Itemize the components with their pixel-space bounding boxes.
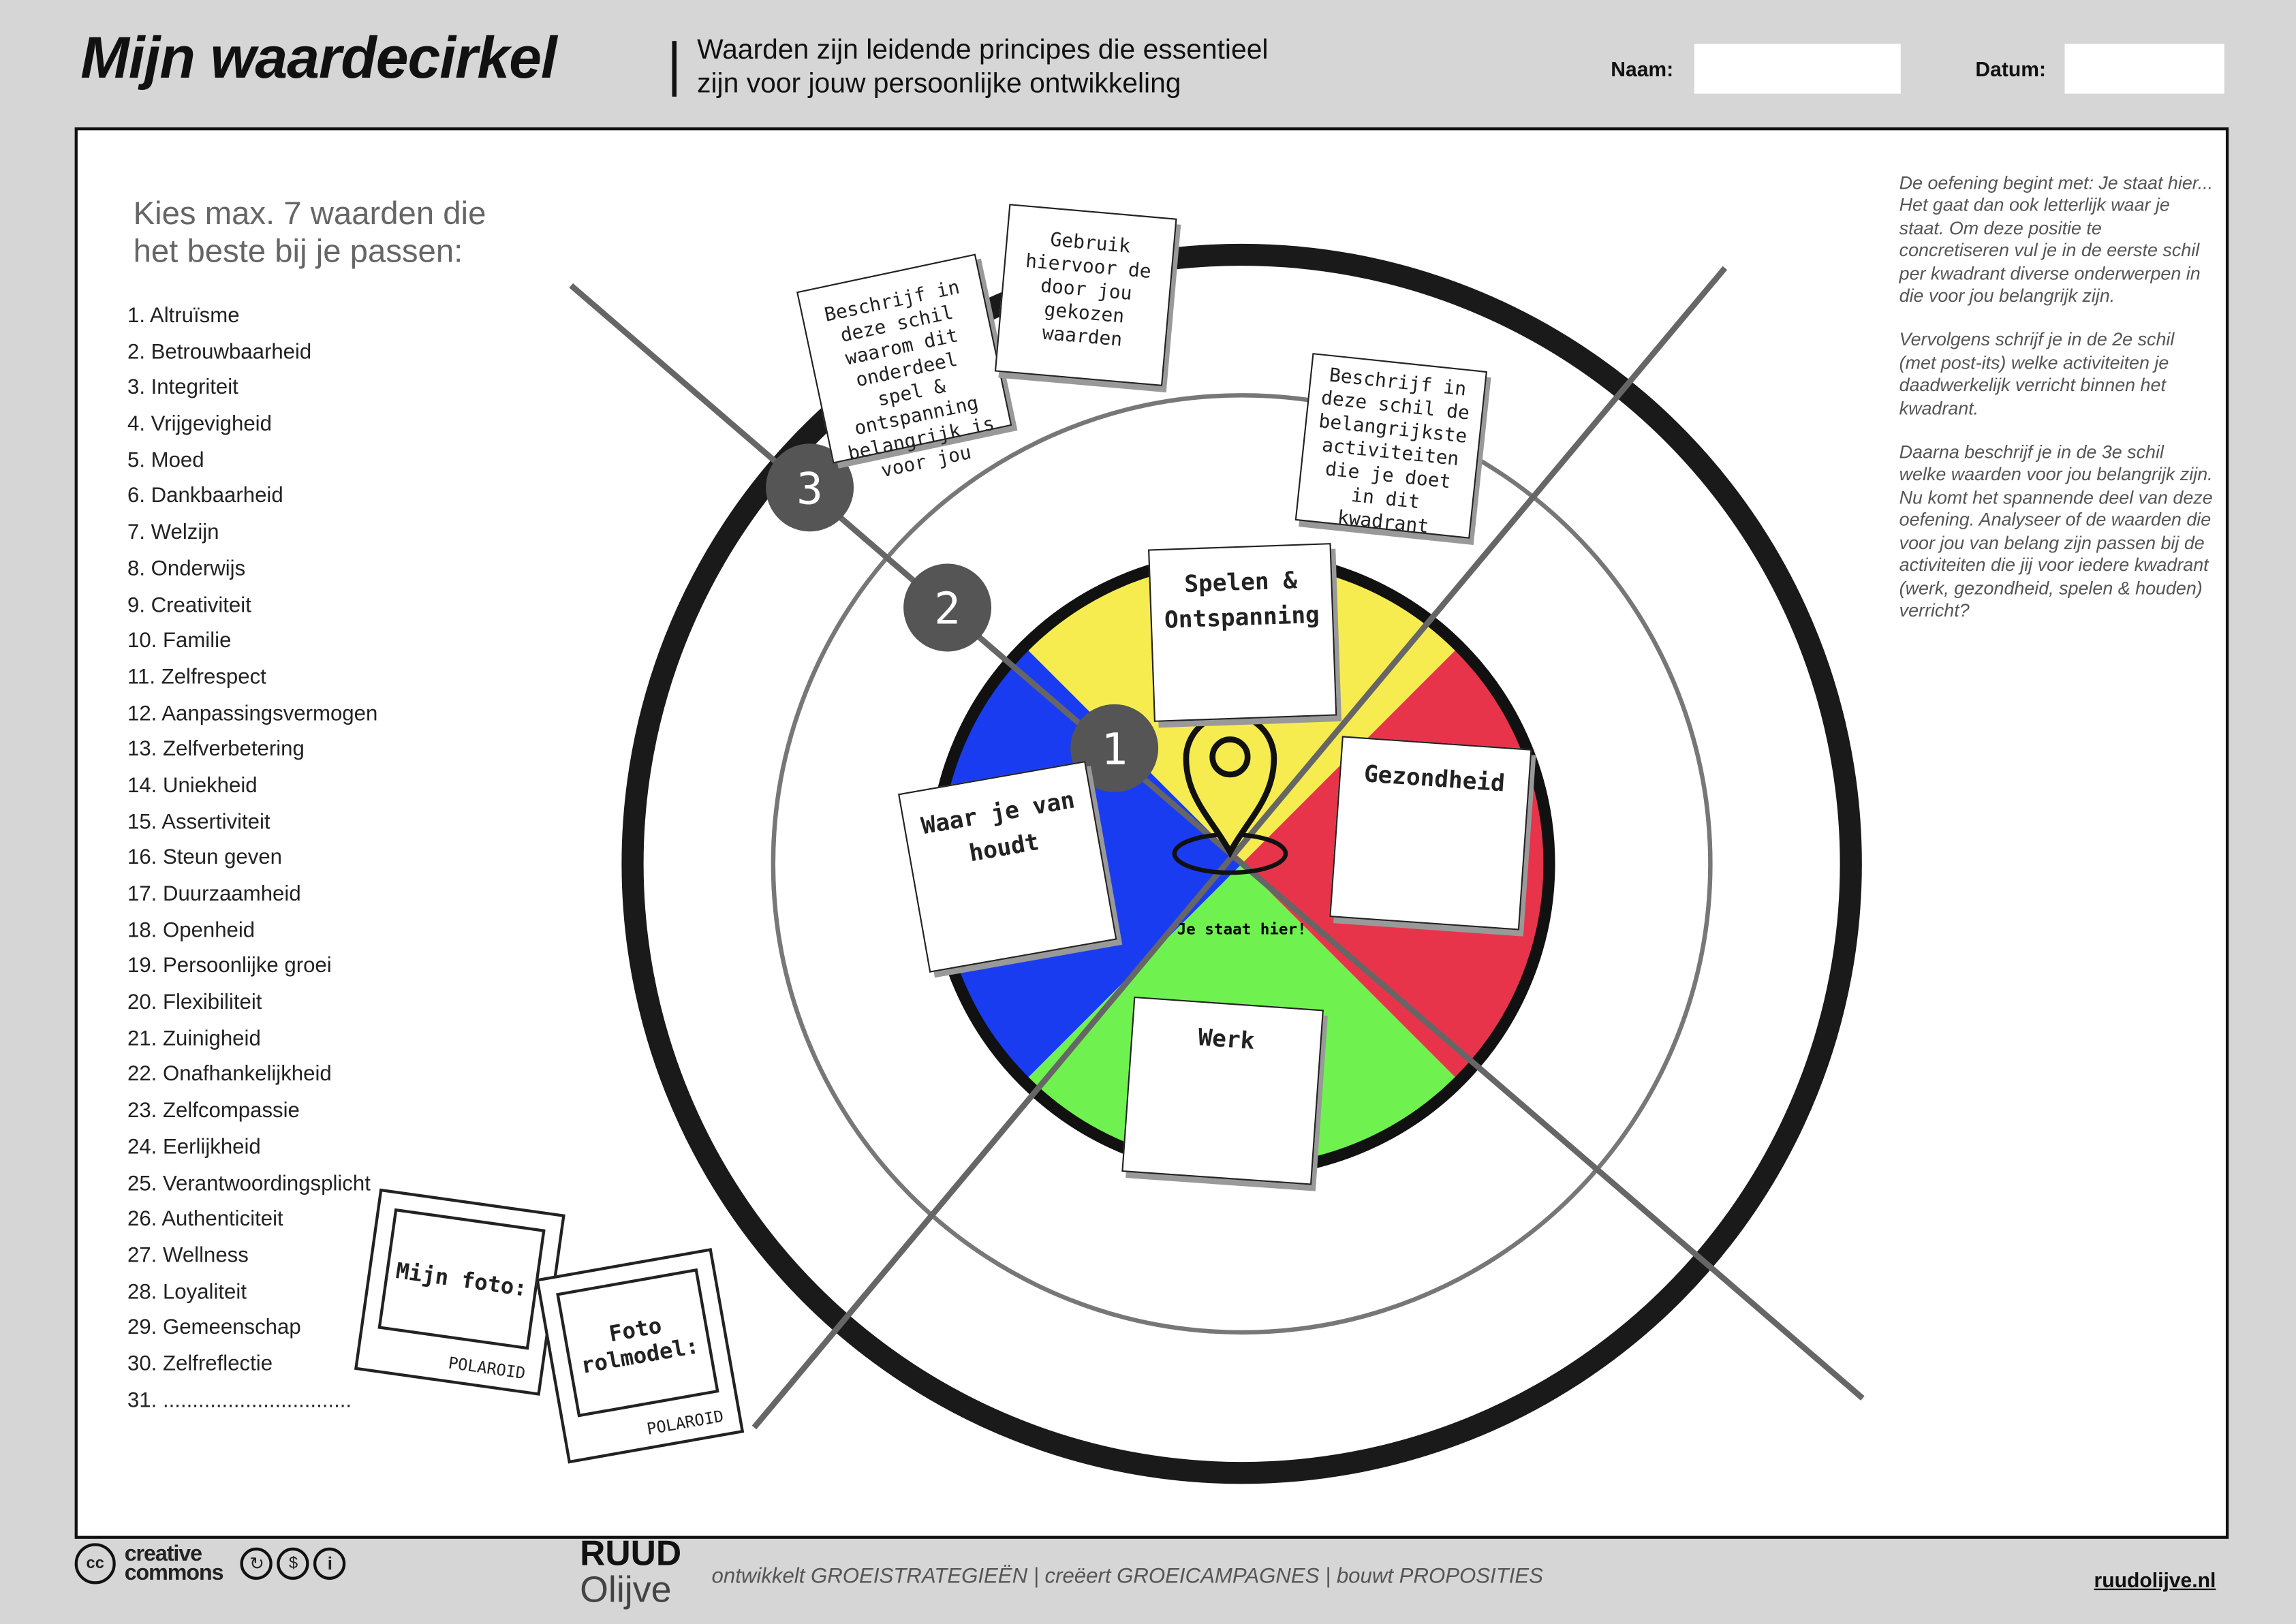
value-list-item: 29. Gemeenschap (127, 1316, 301, 1341)
sticky-note-ring2: Beschrijf in deze schil de belangrijkste… (1294, 353, 1488, 539)
value-list-item: 15. Assertiviteit (127, 810, 270, 834)
polaroid-caption: Foto rolmodel: (556, 1268, 719, 1418)
values-list: 1. Altruïsme 2. Betrouwbaarheid 3. Integri… (127, 298, 377, 1419)
name-field[interactable] (1694, 44, 1901, 94)
non-commercial-icon: $ (277, 1547, 310, 1580)
cc-icon: cc (74, 1543, 116, 1584)
quadrant-label-waar-je-van-houdt: Waar je van houdt (897, 760, 1117, 973)
cc-text: creative commons (124, 1542, 224, 1586)
value-list-item: 1. Altruïsme (127, 304, 240, 328)
ring-number-1: 1 (1070, 704, 1159, 792)
subtitle-line: zijn voor jouw persoonlijke ontwikkeling (697, 69, 1181, 100)
quadrant-label-werk: Werk (1121, 996, 1324, 1185)
polaroid-caption: Mijn foto: (377, 1208, 546, 1350)
value-list-item: 27. Wellness (127, 1244, 249, 1268)
cc-line: commons (124, 1561, 224, 1586)
value-list-item: 23. Zelfcompassie (127, 1099, 300, 1123)
values-heading: Kies max. 7 waarden die het beste bij je… (134, 195, 486, 271)
explanation-paragraph: Vervolgens schrijf je in de 2e schil (me… (1899, 330, 2175, 418)
ring-number-text: 3 (796, 463, 823, 514)
logo-line: Olijve (580, 1570, 672, 1611)
value-list-item: 12. Aanpassingsvermogen (127, 702, 378, 726)
value-list-item: 9. Creativiteit (127, 593, 251, 617)
value-list-item: 11. Zelfrespect (127, 666, 266, 690)
ring-number-text: 2 (934, 584, 961, 635)
value-list-item: 28. Loyaliteit (127, 1280, 247, 1305)
title-divider (672, 41, 677, 97)
ruud-olijve-logo: RUUD Olijve (580, 1537, 681, 1608)
polaroid-brand: POLAROID (645, 1407, 726, 1439)
polaroid-role-model[interactable]: Foto rolmodel: POLAROID (536, 1248, 745, 1464)
subtitle-line: Waarden zijn leidende principes die esse… (697, 35, 1269, 66)
ring-number-2: 2 (903, 563, 992, 652)
value-list-item: 13. Zelfverbetering (127, 738, 305, 762)
name-label: Naam: (1611, 57, 1674, 81)
center-label: Je staat hier! (1177, 920, 1307, 938)
date-label: Datum: (1975, 57, 2047, 81)
value-list-item: 7. Welzijn (127, 521, 219, 545)
value-list-item: 24. Eerlijkheid (127, 1136, 261, 1159)
value-list-item: 16. Steun geven (127, 846, 283, 871)
quadrant-label-spelen: Spelen & Ontspanning (1148, 543, 1337, 722)
polaroid-brand: POLAROID (447, 1353, 527, 1384)
outer-ring-3 (621, 243, 1862, 1484)
value-list-item: 6. Dankbaarheid (127, 485, 283, 509)
diagonal-line (751, 266, 1728, 1430)
ring-number-3: 3 (766, 443, 854, 532)
value-list-item: 5. Moed (127, 449, 204, 473)
sticky-note-values-hint: Gebruik hiervoor de door jou gekozen waa… (994, 204, 1177, 386)
value-list-item: 17. Duurzaamheid (127, 883, 301, 907)
explanation-paragraph: Daarna beschrijf je in de 3e schil welke… (1899, 442, 2213, 621)
heading-line: het beste bij je passen: (133, 232, 463, 270)
page-title: Mijn waardecirkel (80, 26, 557, 91)
value-list-item: 22. Onafhankelijkheid (127, 1063, 332, 1087)
value-list-item: 19. Persoonlijke groei (127, 955, 332, 979)
footer-tagline: ontwikkelt GROEISTRATEGIEËN | creëert GR… (711, 1565, 1543, 1589)
explanation-paragraph: De oefening begint met: Je staat hier...… (1899, 172, 2214, 307)
value-list-item: 25. Verantwoordingsplicht (127, 1172, 371, 1196)
value-list-item: 21. Zuinigheid (127, 1027, 261, 1051)
value-list-item: 3. Integriteit (127, 377, 238, 401)
value-list-item: 26. Authenticiteit (127, 1208, 283, 1232)
sticky-note-ring3: Beschrijf in deze schil waarom dit onder… (796, 253, 1012, 483)
value-list-item: 30. Zelfreflectie (127, 1352, 273, 1377)
website-link[interactable]: ruudolijve.nl (2094, 1567, 2216, 1592)
value-list-item: 31. ................................ (127, 1388, 352, 1413)
polaroid-own-photo[interactable]: Mijn foto: POLAROID (354, 1188, 565, 1396)
value-list-item: 10. Familie (127, 629, 232, 653)
date-field[interactable] (2064, 44, 2224, 94)
share-alike-icon: ↻ (241, 1547, 273, 1580)
explanation-text: De oefening begint met: Je staat hier...… (1899, 173, 2214, 645)
value-list-item: 8. Onderwijs (127, 557, 246, 581)
location-pin-icon (1172, 711, 1288, 875)
value-list-item: 4. Vrijgevigheid (127, 413, 272, 437)
creative-commons-logo: cc creative commons ↻ $ i (74, 1542, 347, 1586)
ring-number-text: 1 (1101, 724, 1128, 775)
value-list-item: 14. Uniekheid (127, 774, 258, 798)
page-subtitle: Waarden zijn leidende principes die esse… (697, 33, 1268, 101)
value-list-item: 20. Flexibiliteit (127, 991, 262, 1015)
license-icons: ↻ $ i (241, 1547, 347, 1580)
logo-line: RUUD (580, 1534, 682, 1574)
middle-ring-2 (771, 393, 1713, 1335)
cc-line: creative (124, 1542, 202, 1567)
attribution-icon: i (313, 1547, 347, 1580)
heading-line: Kies max. 7 waarden die (133, 194, 486, 232)
value-list-item: 18. Openheid (127, 919, 255, 943)
value-list-item: 2. Betrouwbaarheid (127, 341, 312, 364)
quadrant-label-gezondheid: Gezondheid (1329, 736, 1532, 931)
